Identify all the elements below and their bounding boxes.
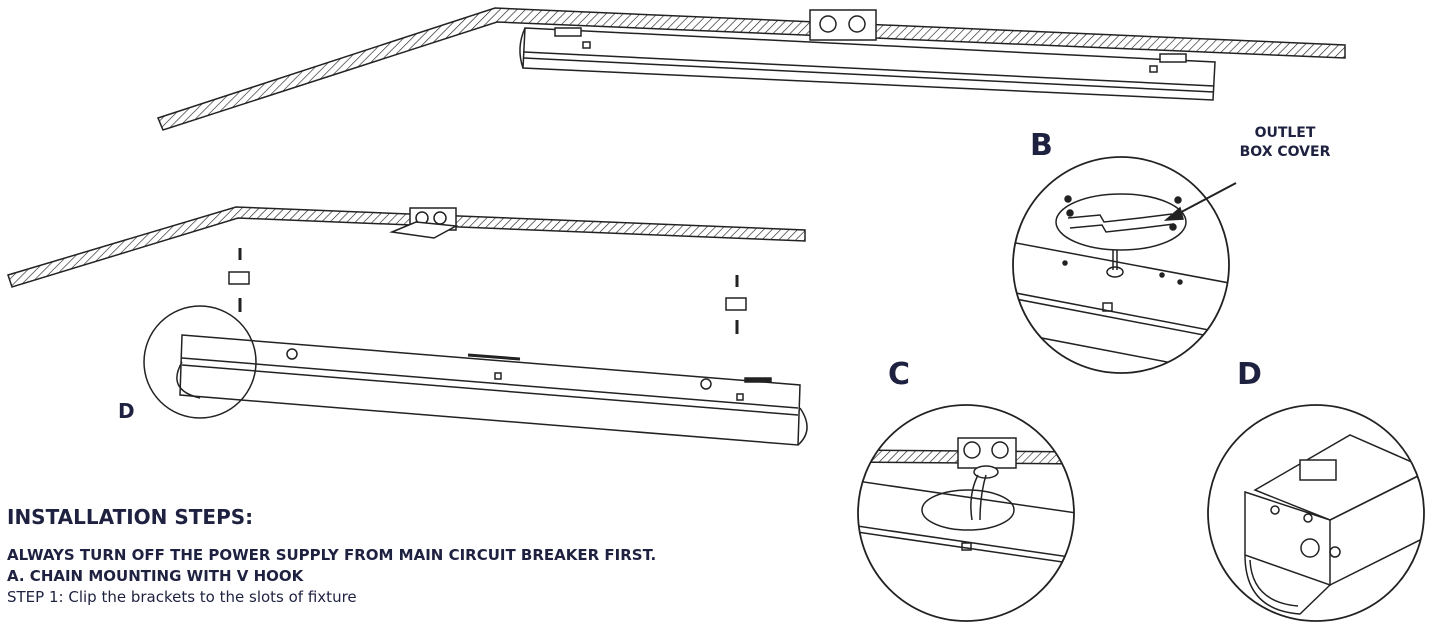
callout-b: B [1030,128,1053,163]
fixture-top [522,27,1216,101]
ceiling-slab-top [156,7,1346,131]
outlet-label-line1: OUTLET [1254,125,1316,141]
installation-heading: INSTALLATION STEPS: [7,505,254,529]
callout-c: C [888,357,911,392]
power-warning: ALWAYS TURN OFF THE POWER SUPPLY FROM MA… [7,546,657,564]
detail-d [1207,404,1425,622]
step-1-text: STEP 1: Clip the brackets to the slots o… [7,588,357,606]
detail-b [1012,156,1237,374]
callout-d-main: D [118,399,135,423]
outlet-label-line2: BOX COVER [1239,144,1331,160]
detail-c [857,404,1075,622]
surface-mount-assembly [156,7,1346,131]
detail-circle-d [143,305,257,419]
ceiling-slab-middle [7,206,806,288]
bracket-mount-assembly [7,206,808,446]
section-a-title: A. CHAIN MOUNTING WITH V HOOK [7,567,304,585]
callout-d: D [1237,357,1262,392]
